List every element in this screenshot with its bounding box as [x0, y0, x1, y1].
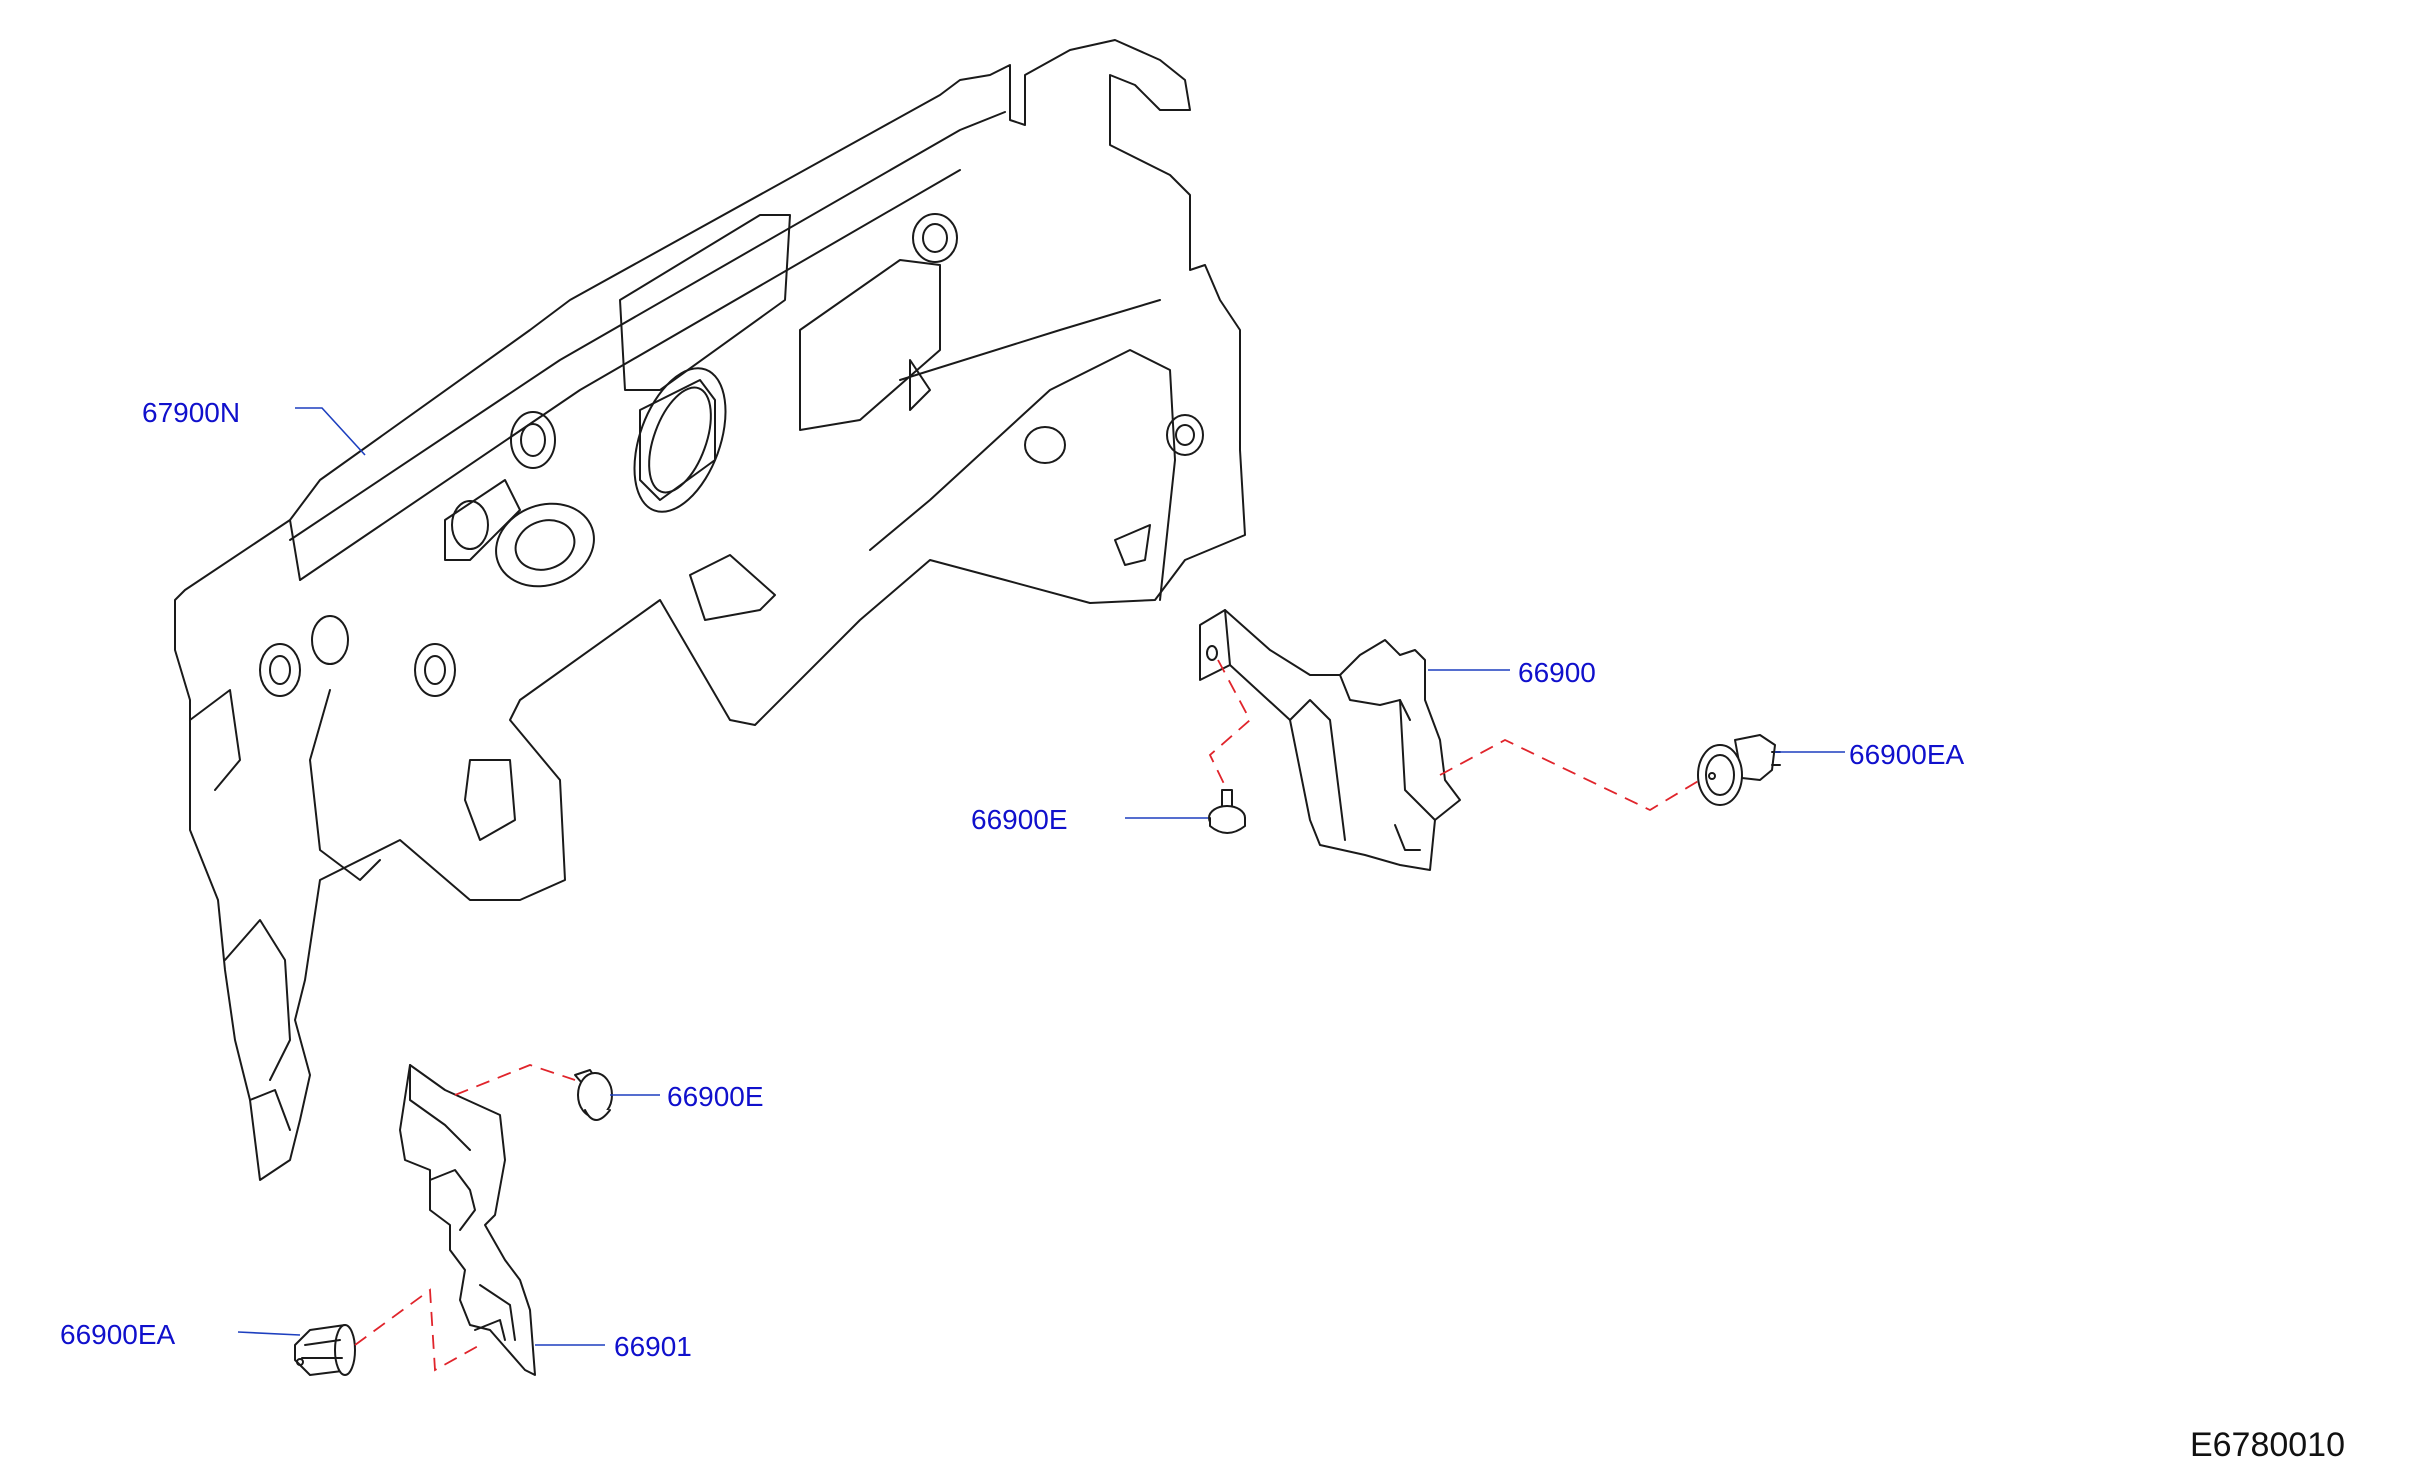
clip-push-rivet-upper	[1208, 789, 1246, 834]
diagram-code: E6780010	[2190, 1426, 2345, 1464]
clip-push-rivet-lower	[574, 1069, 613, 1121]
label-66900: 66900	[1518, 657, 1596, 688]
label-66900E-upper: 66900E	[971, 804, 1068, 835]
side-insulator-upper	[1199, 609, 1461, 871]
assembly-line-66900E-lower	[454, 1064, 576, 1096]
assembly-line-66900E-upper	[1208, 659, 1252, 791]
label-66900EA-lower: 66900EA	[60, 1319, 176, 1350]
assembly-line-66900EA-upper	[1439, 738, 1701, 812]
label-66900EA-upper: 66900EA	[1849, 739, 1965, 770]
clip-grommet-upper-right	[1697, 734, 1781, 806]
callout-labels: 67900N 66900 66900EA 66900E 66900E 66900…	[60, 397, 1965, 1362]
label-66900E-lower: 66900E	[667, 1081, 764, 1112]
assembly-lines	[354, 659, 1701, 1372]
clip-grommet-lower-left	[294, 1324, 356, 1376]
leader-lines	[237, 407, 1845, 1346]
leader-67900N	[295, 407, 366, 456]
dash-insulator	[174, 39, 1246, 1181]
leader-66900EA-lower	[237, 1331, 301, 1336]
label-67900N: 67900N	[142, 397, 240, 428]
assembly-line-66900EA-lower	[354, 1288, 481, 1372]
side-insulator-lower	[399, 1064, 536, 1376]
label-66901: 66901	[614, 1331, 692, 1362]
